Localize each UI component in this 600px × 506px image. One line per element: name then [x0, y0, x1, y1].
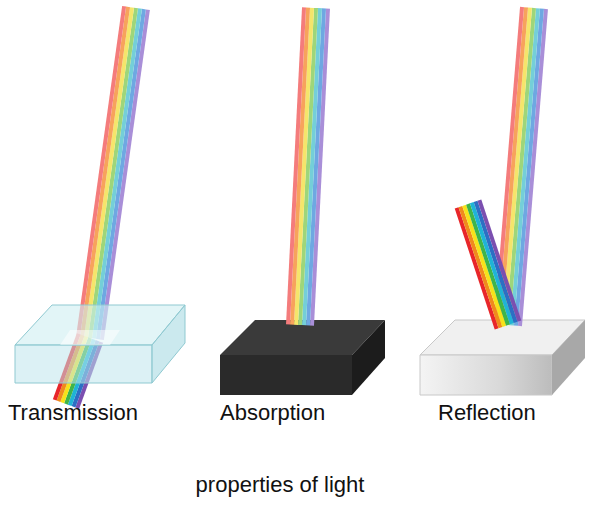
beam-band	[88, 8, 138, 339]
beam-band	[84, 7, 134, 338]
part-label: Reflection	[438, 400, 536, 426]
beam-band	[477, 200, 521, 322]
beam-band	[286, 7, 306, 324]
beam-band	[80, 7, 130, 338]
beam-band	[470, 202, 514, 324]
beam-band	[474, 201, 518, 323]
absorbed-beam	[286, 7, 330, 325]
black-block	[220, 320, 385, 395]
mirror-block	[420, 320, 585, 395]
glass-block	[15, 305, 185, 383]
beam-band	[76, 6, 126, 337]
part-label: Absorption	[220, 400, 325, 426]
reflected-beam	[455, 7, 548, 330]
part-label: Transmission	[8, 400, 138, 426]
caption-text: properties of light	[196, 472, 365, 498]
